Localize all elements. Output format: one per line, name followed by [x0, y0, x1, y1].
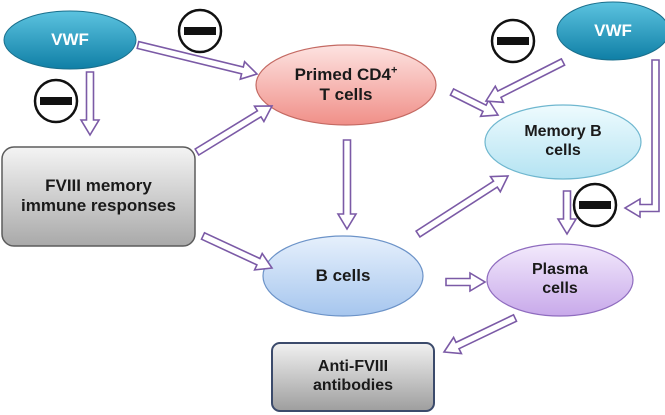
memory-b-node [484, 104, 642, 180]
arrow-fviii-to-primed-cd4 [194, 105, 274, 157]
plasma-node [486, 243, 634, 317]
arrow-primed-cd4-to-memory-b [449, 87, 500, 118]
arrow-plasma-to-anti-fviii [442, 313, 518, 355]
b-cells-node [262, 235, 424, 317]
arrow-memory-b-to-plasma [556, 190, 578, 236]
inhibition-minus-icon [490, 18, 536, 64]
arrow-b-cells-to-plasma [445, 271, 487, 293]
vwf-right-node [556, 1, 665, 61]
arrow-vwf-to-primed-cd4 [136, 40, 259, 81]
arrow-primed-cd4-to-b-cells [336, 139, 358, 231]
anti-fviii-box [271, 342, 435, 412]
arrow-fviii-to-b-cells [200, 231, 274, 271]
fviii-memory-box [1, 146, 196, 247]
arrow-b-cells-to-memory-b [414, 175, 510, 239]
arrow-vwf-to-fviii-memory [79, 71, 101, 137]
vwf-left-node [3, 10, 137, 70]
primed-cd4-node [255, 44, 437, 126]
arrow-vwf-right-to-plasma [623, 59, 660, 219]
inhibition-minus-icon [33, 78, 79, 124]
inhibition-minus-icon [177, 8, 223, 54]
arrow-vwf-right-to-memory-b [484, 57, 566, 104]
inhibition-minus-icon [572, 182, 618, 228]
